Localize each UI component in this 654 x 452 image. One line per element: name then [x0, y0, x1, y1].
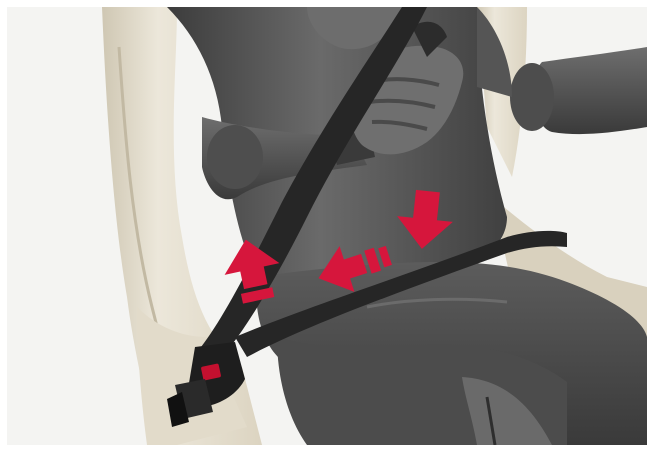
illustration-canvas [7, 7, 647, 445]
seatbelt-illustration [7, 7, 647, 445]
